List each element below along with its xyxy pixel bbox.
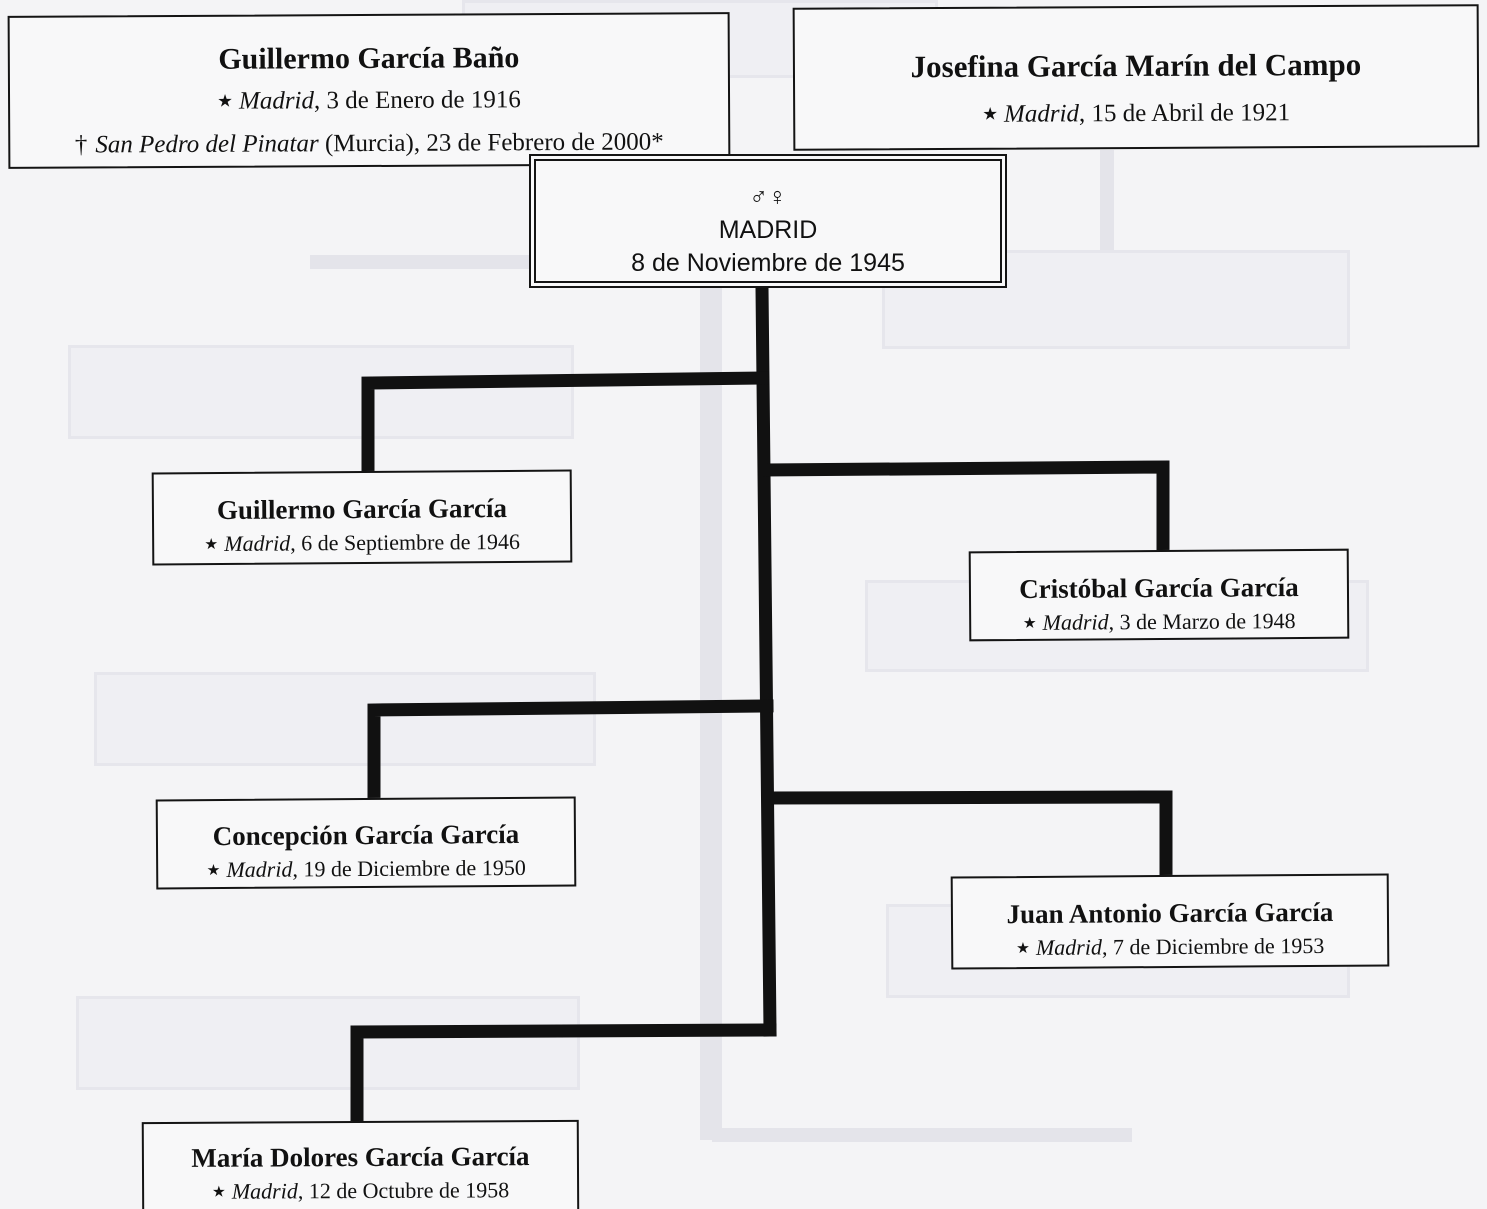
person-card-child-4[interactable]: Juan Antonio García García ★ Madrid, 7 de… xyxy=(950,873,1390,970)
birth-line: ★Madrid, 3 de Enero de 1916 xyxy=(10,78,728,125)
bleed-through-line xyxy=(700,70,722,1140)
person-card-child-1[interactable]: Guillermo García García ★ Madrid, 6 de Se… xyxy=(151,469,573,566)
person-card-child-2[interactable]: Cristóbal García García ★ Madrid, 3 de Ma… xyxy=(968,548,1350,643)
marriage-place: MADRID xyxy=(718,216,818,244)
person-card-child-3[interactable]: Concepción García García ★ Madrid, 19 de … xyxy=(155,796,577,890)
birth-city: Madrid xyxy=(231,1178,298,1204)
birth-star-icon: ★ xyxy=(982,103,999,124)
bleed-through-box xyxy=(76,996,580,1090)
birth-star-icon: ★ xyxy=(1022,614,1037,632)
birth-star-icon: ★ xyxy=(217,90,234,111)
person-name: Guillermo García García xyxy=(216,492,508,526)
birth-line: ★ Madrid, 19 de Diciembre de 1950 xyxy=(158,851,574,890)
birth-line: ★ Madrid, 12 de Octubre de 1958 xyxy=(144,1173,577,1209)
death-city: San Pedro del Pinatar xyxy=(95,130,319,159)
person-name: Juan Antonio García García xyxy=(1006,896,1334,930)
marriage-date: 8 de Noviembre de 1945 xyxy=(631,249,905,277)
birth-line: ★ Madrid, 6 de Septiembre de 1946 xyxy=(154,525,570,564)
birth-line: ★ Madrid, 3 de Marzo de 1948 xyxy=(971,604,1347,643)
birth-city: Madrid xyxy=(226,856,293,882)
birth-star-icon: ★ xyxy=(211,1183,226,1201)
person-card-father[interactable]: Guillermo García Baño ★Madrid, 3 de Ener… xyxy=(7,12,731,169)
birth-date: , 19 de Diciembre de 1950 xyxy=(292,854,526,882)
person-name: Guillermo García Baño xyxy=(218,41,520,76)
marriage-card[interactable]: ♂♀ MADRID 8 de Noviembre de 1945 xyxy=(529,154,1007,288)
birth-date: , 15 de Abril de 1921 xyxy=(1078,99,1291,128)
birth-date: , 3 de Marzo de 1948 xyxy=(1108,608,1296,635)
birth-city: Madrid xyxy=(1035,934,1102,960)
birth-star-icon: ★ xyxy=(206,862,221,880)
birth-date: , 12 de Octubre de 1958 xyxy=(297,1177,510,1204)
birth-city: Madrid xyxy=(1003,100,1080,128)
birth-date: , 7 de Diciembre de 1953 xyxy=(1101,932,1325,960)
bleed-through-line xyxy=(712,1128,1132,1142)
trunk-line xyxy=(755,281,777,1037)
person-name: María Dolores García García xyxy=(191,1141,530,1173)
marriage-symbol-icon: ♂♀ xyxy=(749,183,787,211)
marriage-card-inner: ♂♀ MADRID 8 de Noviembre de 1945 xyxy=(534,159,1002,283)
birth-city: Madrid xyxy=(238,87,315,115)
birth-city: Madrid xyxy=(1042,609,1109,635)
branch-line-1 xyxy=(361,371,769,478)
bleed-through-box xyxy=(68,345,574,439)
person-name: Josefina García Marín del Campo xyxy=(910,46,1362,85)
person-card-mother[interactable]: Josefina García Marín del Campo ★Madrid,… xyxy=(792,4,1480,151)
birth-date: , 6 de Septiembre de 1946 xyxy=(290,528,521,556)
birth-star-icon: ★ xyxy=(204,536,219,554)
birth-line: ★Madrid, 15 de Abril de 1921 xyxy=(795,88,1477,141)
bleed-through-box xyxy=(94,672,596,766)
birth-date: , 3 de Enero de 1916 xyxy=(313,86,521,115)
branch-line-4 xyxy=(761,790,1173,883)
person-name: Concepción García García xyxy=(212,818,520,852)
birth-line: ★ Madrid, 7 de Diciembre de 1953 xyxy=(953,928,1387,967)
branch-line-2 xyxy=(758,460,1170,557)
bleed-through-line xyxy=(1100,150,1114,250)
death-date: (Murcia), 23 de Febrero de 2000* xyxy=(318,128,664,158)
person-card-child-5[interactable]: María Dolores García García ★ Madrid, 12 … xyxy=(141,1119,580,1209)
birth-star-icon: ★ xyxy=(1016,939,1030,958)
branch-line-3 xyxy=(367,699,774,805)
death-dagger-icon: † xyxy=(74,131,88,159)
branch-line-5 xyxy=(350,1023,777,1129)
birth-city: Madrid xyxy=(224,530,291,556)
person-name: Cristóbal García García xyxy=(1019,572,1299,604)
